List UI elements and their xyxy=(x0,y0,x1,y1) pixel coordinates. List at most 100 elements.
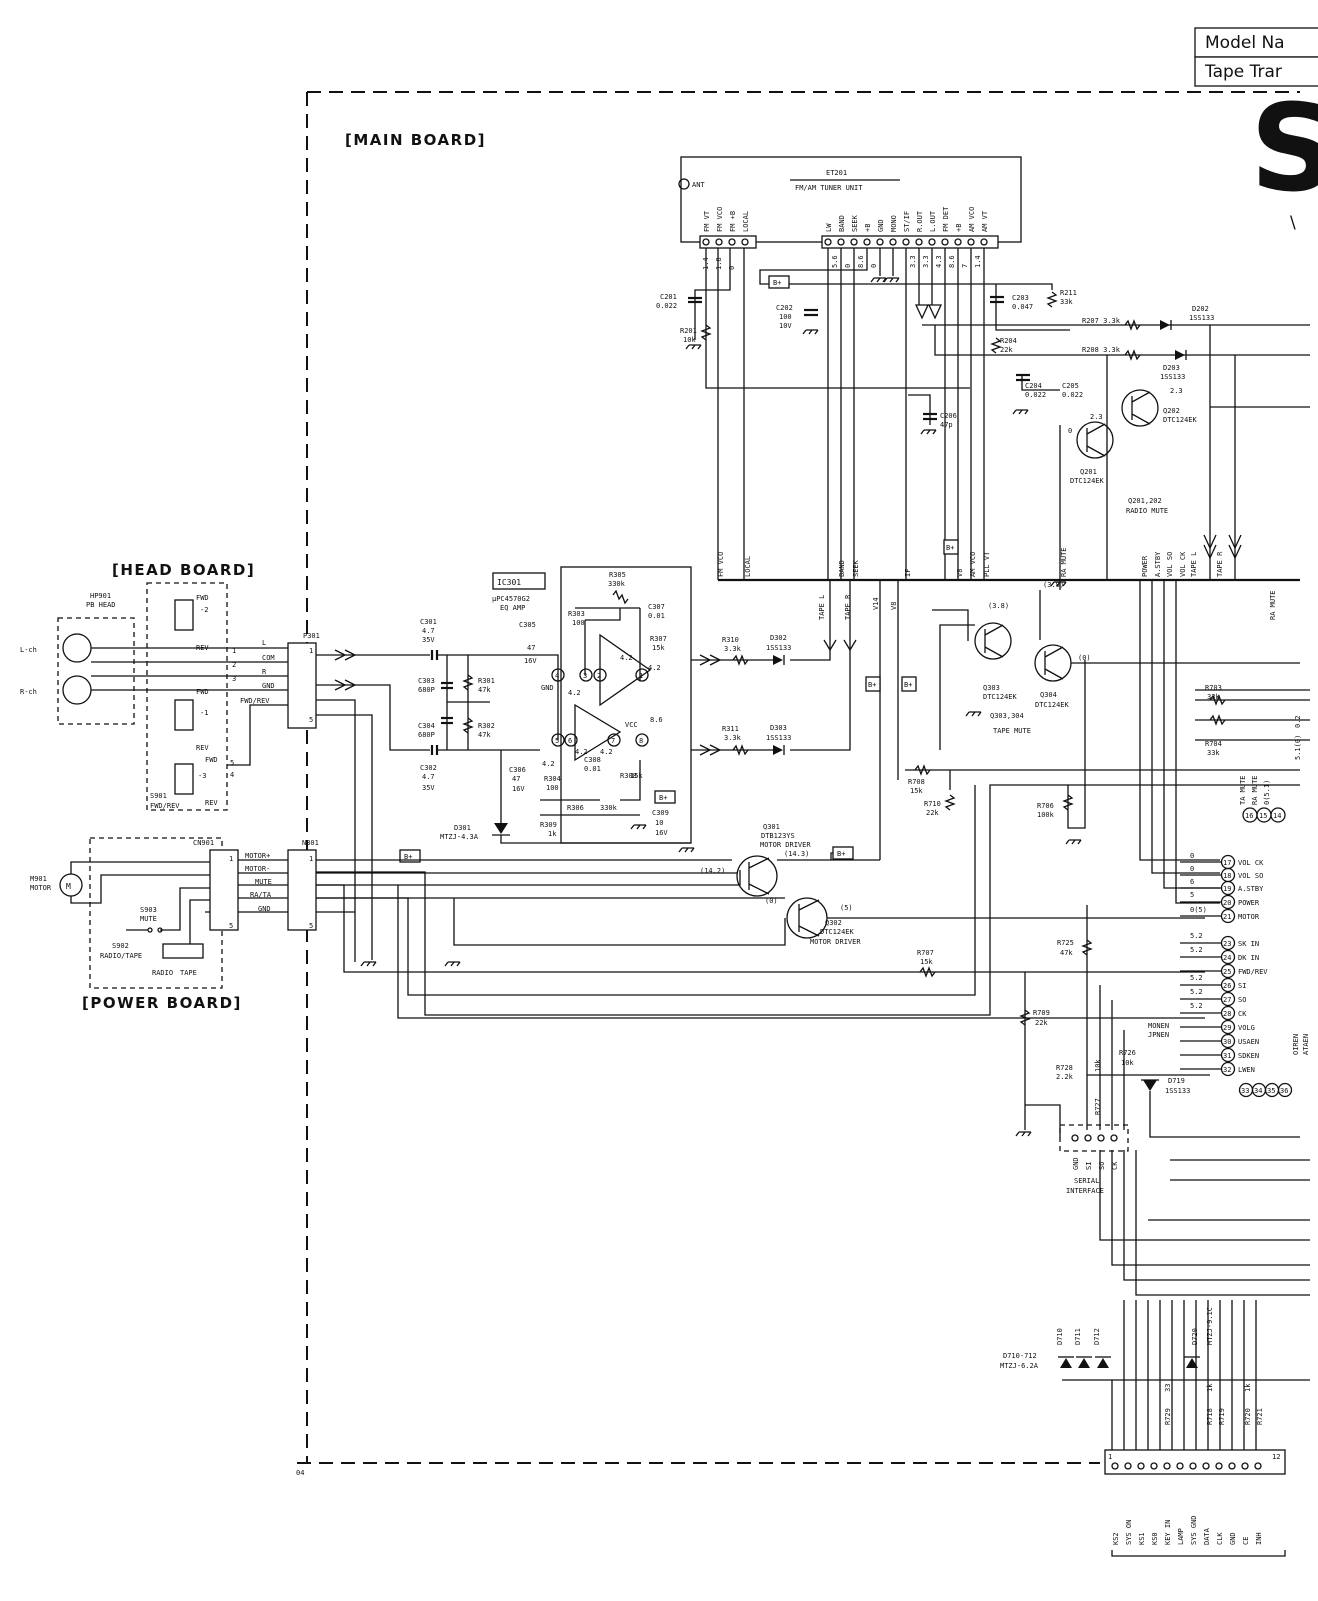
svg-text:C301: C301 xyxy=(420,618,437,626)
mcu-pin-voltage: 0(5) xyxy=(1190,906,1207,914)
mcu-pin xyxy=(1220,908,1236,924)
mcu-pin-number: 30 xyxy=(1223,1038,1231,1046)
svg-text:R709: R709 xyxy=(1033,1009,1050,1017)
svg-text:B+: B+ xyxy=(904,681,912,689)
tuner-pin-label: AM VCO xyxy=(968,207,976,232)
head-board: HP901 PB HEAD L-ch R-ch FWD -2 REV FWD -… xyxy=(20,582,288,811)
svg-text:D711: D711 xyxy=(1074,1328,1082,1345)
mcu-pin xyxy=(1220,1019,1236,1035)
bus-signal-label: TAPE R xyxy=(1216,551,1224,577)
svg-text:D302: D302 xyxy=(770,634,787,642)
svg-text:B+: B+ xyxy=(868,681,876,689)
svg-text:R704: R704 xyxy=(1205,740,1222,748)
svg-text:1SS133: 1SS133 xyxy=(1165,1087,1190,1095)
p301-wiring xyxy=(316,649,430,962)
svg-text:10k: 10k xyxy=(1094,1059,1102,1072)
mcu-pin-number: 28 xyxy=(1223,1010,1231,1018)
svg-text:D710-712: D710-712 xyxy=(1003,1352,1037,1360)
svg-text:DTC124EK: DTC124EK xyxy=(1035,701,1070,709)
mcu-pin xyxy=(1277,1082,1293,1098)
ground-icon xyxy=(1012,409,1029,415)
svg-text:S903: S903 xyxy=(140,906,157,914)
mcu-pin-label: DK IN xyxy=(1238,954,1259,962)
svg-text:C204: C204 xyxy=(1025,382,1042,390)
ground-symbols xyxy=(360,277,1082,1137)
mcu-pin-label: SO xyxy=(1238,996,1246,1004)
svg-text:MONEN: MONEN xyxy=(1148,1022,1169,1030)
connector-pin-label: DATA xyxy=(1203,1527,1211,1545)
bus-signal-label: VOL SO xyxy=(1166,552,1174,577)
transistor-q304-icon xyxy=(1034,644,1072,682)
svg-text:R303: R303 xyxy=(568,610,585,618)
bus-signal-label: V8 xyxy=(956,569,964,577)
lower-wiring: R707 15k R708 15k R710 22k R706 100k xyxy=(316,660,1300,1019)
mcu-pin-label: VOL SO xyxy=(1238,872,1263,880)
bus-signal-label: FM VCO xyxy=(717,552,725,577)
tuner-pin-label: R.OUT xyxy=(916,210,924,232)
connector-pin-label: INH xyxy=(1255,1532,1263,1545)
svg-text:MTZJ-6.2A: MTZJ-6.2A xyxy=(1000,1362,1039,1370)
svg-text:0.022: 0.022 xyxy=(1062,391,1083,399)
mcu-pin-number: 35 xyxy=(1267,1087,1275,1095)
eq-output-path: R310 3.3k R311 3.3k D302 1SS133 D303 1SS… xyxy=(691,580,917,860)
mcu-pin-label: A.STBY xyxy=(1238,885,1264,893)
connector-pin-label: KS2 xyxy=(1112,1532,1120,1545)
svg-text:15k: 15k xyxy=(910,787,923,795)
svg-text:(0): (0) xyxy=(765,897,778,905)
mcu-pin-number: 20 xyxy=(1223,899,1231,907)
svg-text:TAPE MUTE: TAPE MUTE xyxy=(993,727,1031,735)
tuner-pin-voltage: 1.8 xyxy=(715,257,723,270)
ic301-pin-number: 6 xyxy=(568,737,572,745)
svg-text:1: 1 xyxy=(1108,1453,1112,1461)
svg-text:0.022: 0.022 xyxy=(656,302,677,310)
mcu-pin-number: 33 xyxy=(1241,1087,1249,1095)
connector-pin-label: SYS ON xyxy=(1125,1520,1133,1545)
mcu-pin-label: FWD/REV xyxy=(1238,968,1268,976)
svg-text:MOTOR: MOTOR xyxy=(30,884,52,892)
svg-text:S902: S902 xyxy=(112,942,129,950)
ic301-pin xyxy=(635,668,649,682)
svg-text:47: 47 xyxy=(512,775,520,783)
mcu-pin-voltage: 6 xyxy=(1190,878,1194,886)
header-model-table: Model Na Tape Trar xyxy=(1194,27,1318,87)
svg-text:R310: R310 xyxy=(722,636,739,644)
svg-text:2.3: 2.3 xyxy=(1090,413,1103,421)
svg-text:R301: R301 xyxy=(478,677,495,685)
tuner-pin-label: +B xyxy=(955,224,963,232)
svg-text:1k: 1k xyxy=(1244,1383,1252,1392)
mcu-pin-label: MOTOR xyxy=(1238,913,1260,921)
model-name-label: Model Na xyxy=(1205,33,1285,53)
svg-text:C307: C307 xyxy=(648,603,665,611)
mcu-pin-label: POWER xyxy=(1238,899,1260,907)
svg-text:JPNEN: JPNEN xyxy=(1148,1031,1169,1039)
svg-text:D712: D712 xyxy=(1093,1328,1101,1345)
mcu-pin-label: VOLG xyxy=(1238,1024,1255,1032)
svg-text:3.3k: 3.3k xyxy=(724,734,742,742)
svg-text:N301: N301 xyxy=(302,839,319,847)
power-board-title: [POWER BOARD] xyxy=(82,994,242,1012)
mcu-pin xyxy=(1220,935,1236,951)
svg-text:R211: R211 xyxy=(1060,289,1077,297)
tape-mechanism-label: Tape Trar xyxy=(1204,62,1282,82)
pb-head-right-icon xyxy=(62,675,92,705)
tuner-pin xyxy=(824,238,832,246)
ic301-pin-number: 2 xyxy=(597,672,601,680)
svg-text:0.047: 0.047 xyxy=(1012,303,1033,311)
svg-text:22k: 22k xyxy=(1000,346,1013,354)
svg-text:μPC4570G2: μPC4570G2 xyxy=(492,595,530,603)
transistor-q202-icon xyxy=(1121,389,1159,427)
ground-icon xyxy=(1015,1131,1032,1137)
ground-icon xyxy=(1050,581,1067,587)
svg-text:RADIO/TAPE: RADIO/TAPE xyxy=(100,952,142,960)
svg-text:0.022: 0.022 xyxy=(1025,391,1046,399)
bus-signal-label: LOCAL xyxy=(744,556,752,577)
svg-text:4.7: 4.7 xyxy=(422,627,435,635)
bplus-bus: B+ xyxy=(946,544,954,552)
ic301-pin-number: 4 xyxy=(555,672,559,680)
svg-text:3.3k: 3.3k xyxy=(724,645,742,653)
mcu-pin-label: SI xyxy=(1238,982,1246,990)
svg-text:MUTE: MUTE xyxy=(255,878,272,886)
mcu-pin-label: SDKEN xyxy=(1238,1052,1259,1060)
